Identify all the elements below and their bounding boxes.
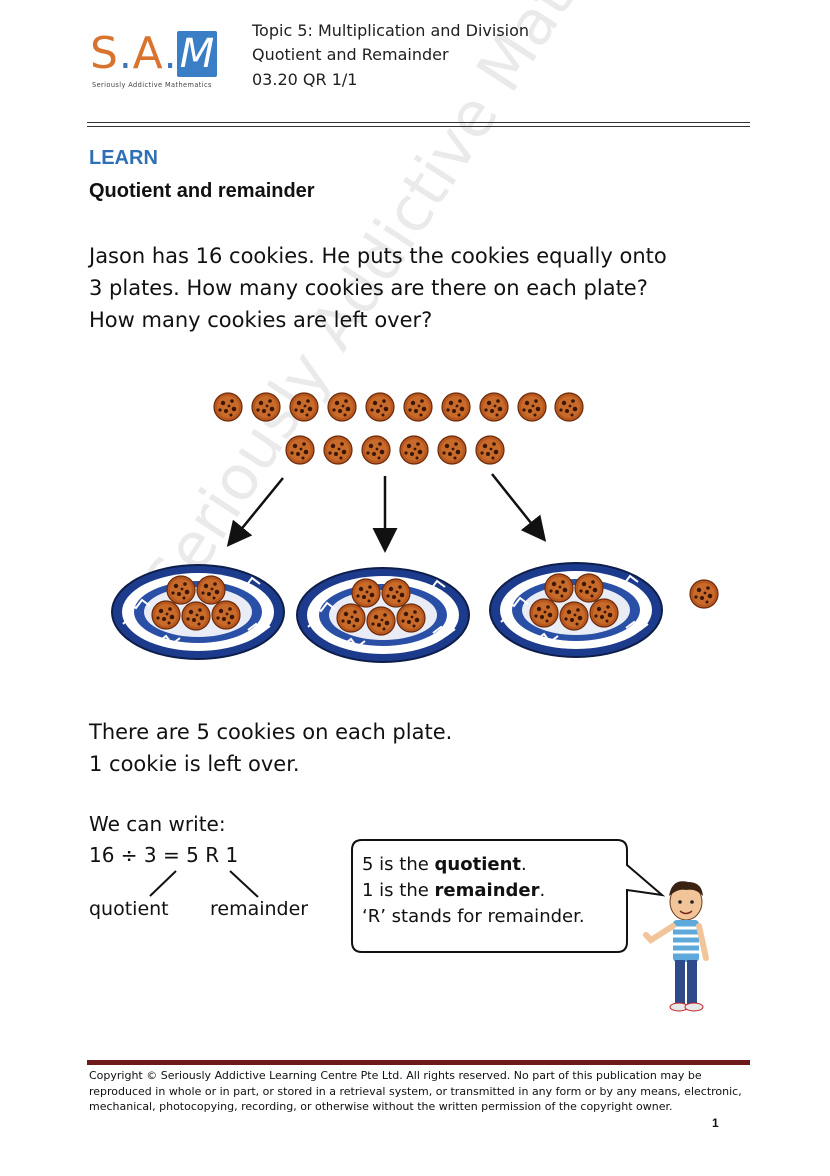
speech-bubble [351, 839, 666, 953]
cookie-icon [327, 392, 357, 422]
problem-line: How many cookies are left over? [89, 308, 433, 332]
quotient-pointer [149, 870, 177, 897]
answer-line: 1 cookie is left over. [89, 752, 300, 776]
copyright-notice: Copyright © Seriously Addictive Learning… [89, 1069, 742, 1113]
speech-bubble-text: 5 is the quotient. 1 is the remainder. ‘… [362, 852, 585, 930]
division-equation: 16 ÷ 3 = 5 R 1 [89, 843, 239, 867]
section-label: LEARN [89, 147, 158, 169]
remainder-label: remainder [210, 898, 309, 920]
section-title: Quotient and remainder [89, 180, 315, 202]
logo-letter-m: M [177, 31, 218, 77]
page-number: 1 [712, 1116, 719, 1130]
cookie-icon [361, 435, 391, 465]
notation-intro: We can write: [89, 812, 226, 836]
cookie-icon [403, 392, 433, 422]
answer-text: There are 5 cookies on each plate. 1 coo… [89, 716, 452, 780]
plate-icon [111, 564, 285, 660]
cookie-row-top [213, 392, 584, 422]
logo-letter-s: S [90, 28, 119, 79]
cookie-icon [323, 435, 353, 465]
cookie-icon [365, 392, 395, 422]
logo-letter-a: A [132, 28, 164, 79]
cookie-icon [517, 392, 547, 422]
cookie-icon [441, 392, 471, 422]
answer-line: There are 5 cookies on each plate. [89, 720, 453, 744]
sam-logo: S.A.M Seriously Addictive Mathematics [90, 28, 240, 92]
cookie-icon [479, 392, 509, 422]
cookie-icon [399, 435, 429, 465]
header-divider [87, 122, 750, 123]
plate-icon [489, 562, 663, 658]
footer-divider [87, 1060, 750, 1065]
cookie-icon [554, 392, 584, 422]
remainder-pointer [229, 870, 259, 898]
cookie-icon [285, 435, 315, 465]
plate-icon [296, 567, 470, 663]
topic-title: Topic 5: Multiplication and Division [252, 21, 530, 40]
cookie-icon [251, 392, 281, 422]
header-divider-thin [87, 126, 750, 127]
problem-line: Jason has 16 cookies. He puts the cookie… [89, 244, 667, 268]
boy-figure [643, 881, 709, 1012]
cookie-row-second [285, 435, 505, 465]
lesson-code: 03.20 QR 1/1 [252, 70, 358, 89]
bubble-line-3: ‘R’ stands for remainder. [362, 906, 585, 927]
cookie-icon-leftover [689, 579, 719, 609]
logo-tagline: Seriously Addictive Mathematics [92, 81, 212, 89]
arrow-icon [491, 473, 547, 542]
cookie-icon [289, 392, 319, 422]
cookie-icon [213, 392, 243, 422]
cookie-icon [437, 435, 467, 465]
problem-text: Jason has 16 cookies. He puts the cookie… [89, 240, 667, 336]
quotient-label: quotient [89, 898, 169, 920]
cookie-icon [475, 435, 505, 465]
lesson-title: Quotient and Remainder [252, 45, 449, 64]
problem-line: 3 plates. How many cookies are there on … [89, 276, 648, 300]
bubble-line-1: 5 is the quotient. [362, 854, 527, 875]
arrow-icon [226, 477, 284, 547]
bubble-line-2: 1 is the remainder. [362, 880, 546, 901]
